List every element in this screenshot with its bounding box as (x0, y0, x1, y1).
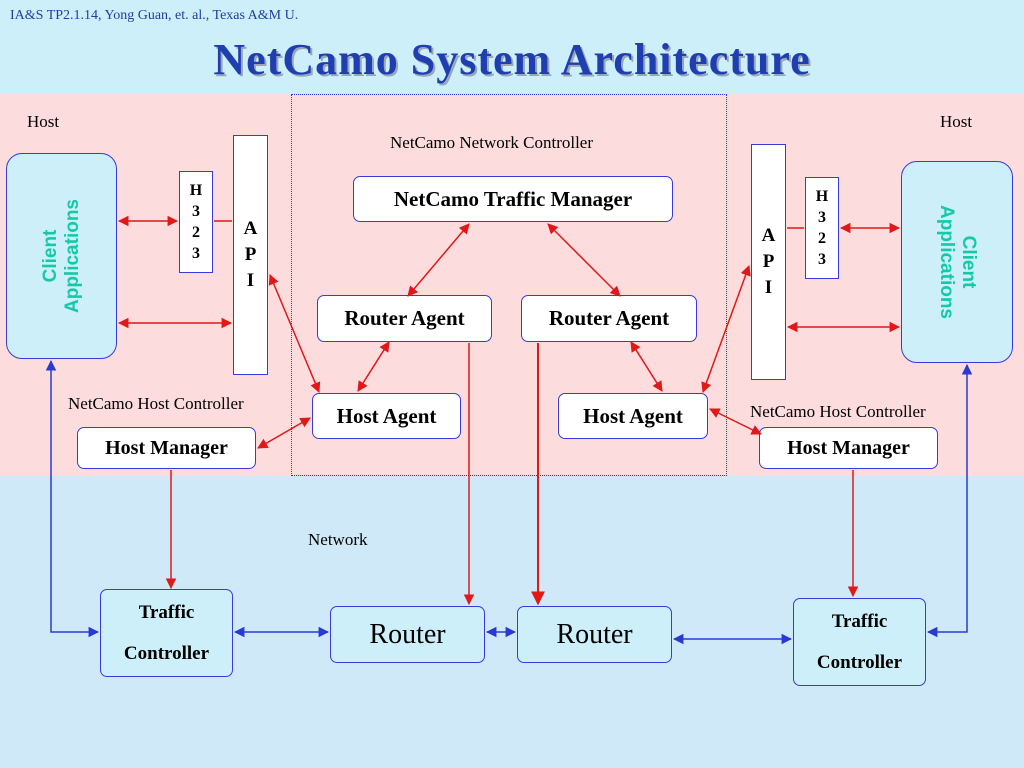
host-agent-left-box: Host Agent (312, 393, 461, 439)
traffic-controller-left-box: Traffic Controller (100, 589, 233, 677)
arrow-router-agent-host-agent-right (630, 341, 663, 392)
traffic-manager-box: NetCamo Traffic Manager (353, 176, 673, 222)
arrow-router-agent-host-agent-left (357, 341, 390, 392)
client-applications-left: Client Applications (6, 153, 117, 359)
arrow-host-agent-host-manager-left (257, 417, 311, 449)
router-left-box: Router (330, 606, 485, 663)
host-manager-left-box: Host Manager (77, 427, 256, 469)
arrow-api-host-agent-right (701, 265, 751, 393)
arrow-host-agent-host-manager-right (709, 408, 762, 435)
network-label: Network (308, 530, 368, 549)
arrow-client-traffic-controller-right (926, 363, 973, 638)
arrow-tm-router-agent-right (547, 223, 621, 297)
arrow-tm-router-agent-left (407, 223, 470, 297)
traffic-controller-right-box: Traffic Controller (793, 598, 926, 686)
citation: IA&S TP2.1.14, Yong Guan, et. al., Texas… (10, 8, 299, 23)
slide-title: NetCamo System Architecture (213, 35, 811, 84)
host-controller-label-right: NetCamo Host Controller (750, 402, 926, 421)
host-label-left: Host (27, 112, 60, 131)
router-right-box: Router (517, 606, 672, 663)
api-left: A P I (233, 135, 268, 375)
arrow-api-host-agent-left (268, 274, 321, 393)
router-agent-left-box: Router Agent (317, 295, 492, 342)
host-agent-right-box: Host Agent (558, 393, 708, 439)
client-applications-right: Client Applications (901, 161, 1013, 363)
host-label-right: Host (940, 112, 973, 131)
api-right: A P I (751, 144, 786, 380)
router-agent-right-box: Router Agent (521, 295, 697, 342)
host-controller-label-left: NetCamo Host Controller (68, 394, 244, 413)
h323-right: H 3 2 3 (805, 177, 839, 279)
network-controller-label: NetCamo Network Controller (390, 133, 594, 152)
arrow-client-traffic-controller-left (45, 359, 100, 638)
host-manager-right-box: Host Manager (759, 427, 938, 469)
h323-left: H 3 2 3 (179, 171, 213, 273)
host-band (0, 94, 1024, 476)
